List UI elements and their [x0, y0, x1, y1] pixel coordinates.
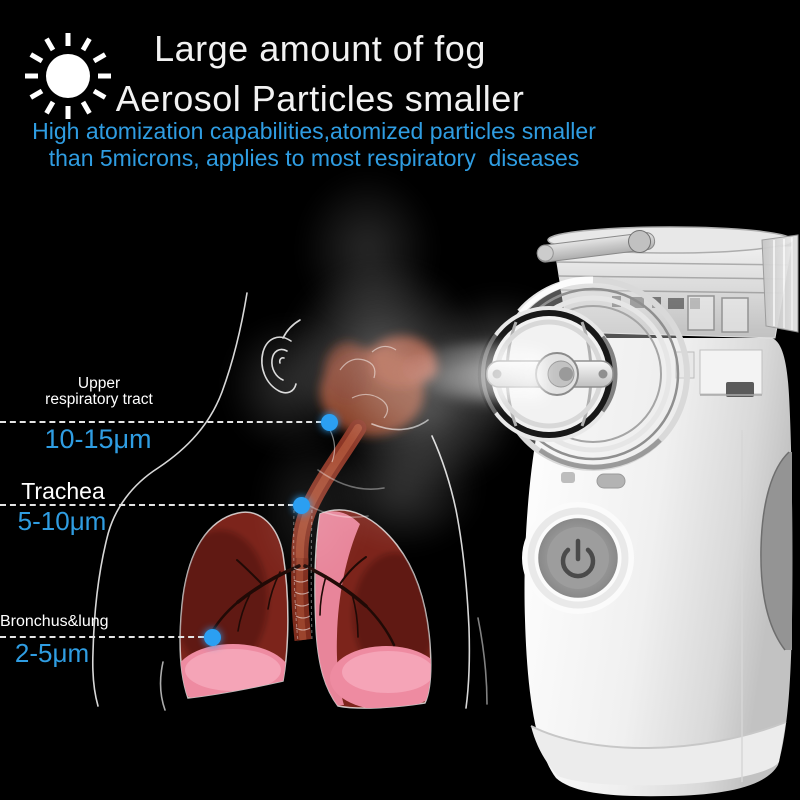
annotation-label-upper-respiratory-tract: Upper respiratory tract	[45, 375, 153, 408]
headline-line-2: Aerosol Particles smaller	[115, 78, 525, 119]
side-grip	[760, 452, 792, 650]
sun-icon	[25, 33, 111, 119]
annotation-label-trachea: Trachea	[21, 478, 105, 504]
particle-size-trachea: 5-10μm	[17, 506, 107, 536]
smoke-wisp	[325, 425, 480, 550]
power-icon	[560, 538, 596, 579]
mouthpiece	[761, 234, 799, 333]
headline-line-1: Large amount of fog	[154, 28, 486, 69]
marker-dot-trachea	[293, 497, 310, 514]
bronchial-branches	[207, 556, 396, 647]
smoke-wisp	[300, 172, 435, 327]
body-outline	[91, 292, 488, 711]
airway-texture	[329, 345, 397, 463]
leader-line-bronchus	[0, 636, 204, 638]
indicator-slot	[561, 472, 575, 483]
particle-size-upper: 10-15μm	[44, 424, 152, 454]
particle-size-bronchus: 2-5μm	[14, 638, 90, 668]
marker-dot-bronchus	[204, 629, 221, 646]
jaw-outline	[371, 419, 429, 431]
subheadline: High atomization capabilities,atomized p…	[0, 118, 628, 172]
subheadline-line-1: High atomization capabilities,atomized p…	[32, 118, 596, 144]
lid-handle	[536, 230, 656, 263]
right-lung	[314, 509, 432, 709]
trachea-rings	[293, 509, 313, 643]
annotation-label-bronchus-lung: Bronchus&lung	[0, 613, 109, 630]
ear-outline	[261, 336, 297, 394]
leader-line-upper	[0, 421, 322, 423]
power-button[interactable]	[522, 502, 634, 614]
smoke-wisp	[255, 430, 365, 590]
indicator-slot	[596, 473, 626, 489]
mist-stream	[396, 344, 545, 402]
headline: Large amount of fog Aerosol Particles sm…	[110, 24, 530, 124]
leader-line-trachea	[0, 504, 294, 506]
device-body	[524, 338, 793, 797]
marker-dot-upper	[321, 414, 338, 431]
medication-cup	[536, 226, 793, 339]
subheadline-line-2: than 5microns, applies to most respirato…	[48, 145, 580, 171]
